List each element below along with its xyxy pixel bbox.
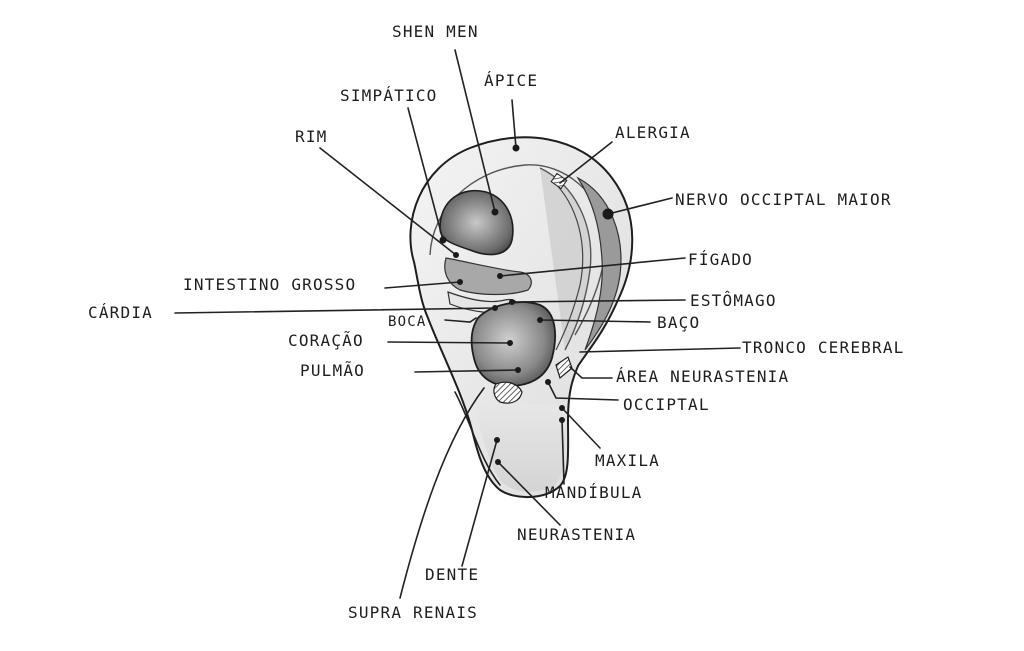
antitragus-hatch: [493, 381, 523, 404]
acupoints: [439, 144, 614, 465]
leader-lines: [174, 49, 741, 599]
label-rim: RIM: [295, 127, 328, 146]
label-apice: ÁPICE: [484, 71, 538, 90]
label-dente: DENTE: [425, 565, 479, 584]
label-occiptal: OCCIPTAL: [623, 395, 710, 414]
cavum-conchae: [470, 301, 557, 387]
label-nervo-occipital-maior: NERVO OCCIPTAL MAIOR: [675, 190, 892, 209]
label-boca: BOCA: [388, 314, 427, 330]
label-mandibula: MANDÍBULA: [545, 483, 643, 502]
scapha: [576, 176, 622, 351]
label-simpatico: SIMPÁTICO: [340, 86, 438, 105]
cymba-conchae: [444, 257, 532, 296]
label-maxila: MAXILA: [595, 451, 660, 470]
label-neurastenia: NEURASTENIA: [517, 525, 636, 544]
ear-lobe: [474, 400, 566, 492]
label-alergia: ALERGIA: [615, 123, 691, 142]
label-tronco-cerebral: TRONCO CEREBRAL: [742, 338, 905, 357]
label-intestino-grosso: INTESTINO GROSSO: [183, 275, 356, 294]
label-shen-men: SHEN MEN: [392, 22, 479, 41]
alergia-hatch: [550, 172, 568, 190]
labels: SHEN MEN SIMPÁTICO ÁPICE RIM ALERGIA NER…: [88, 22, 905, 622]
label-coracao: CORAÇÃO: [288, 331, 364, 350]
triangular-fossa: [439, 189, 514, 256]
label-pulmao: PULMÃO: [300, 361, 365, 380]
label-cardia: CÁRDIA: [88, 303, 153, 322]
label-baco: BAÇO: [657, 313, 700, 332]
label-supra-renais: SUPRA RENAIS: [348, 603, 478, 622]
label-figado: FÍGADO: [688, 250, 753, 269]
label-area-neurastenia: ÁREA NEURASTENIA: [616, 367, 789, 386]
label-estomago: ESTÔMAGO: [690, 291, 777, 310]
